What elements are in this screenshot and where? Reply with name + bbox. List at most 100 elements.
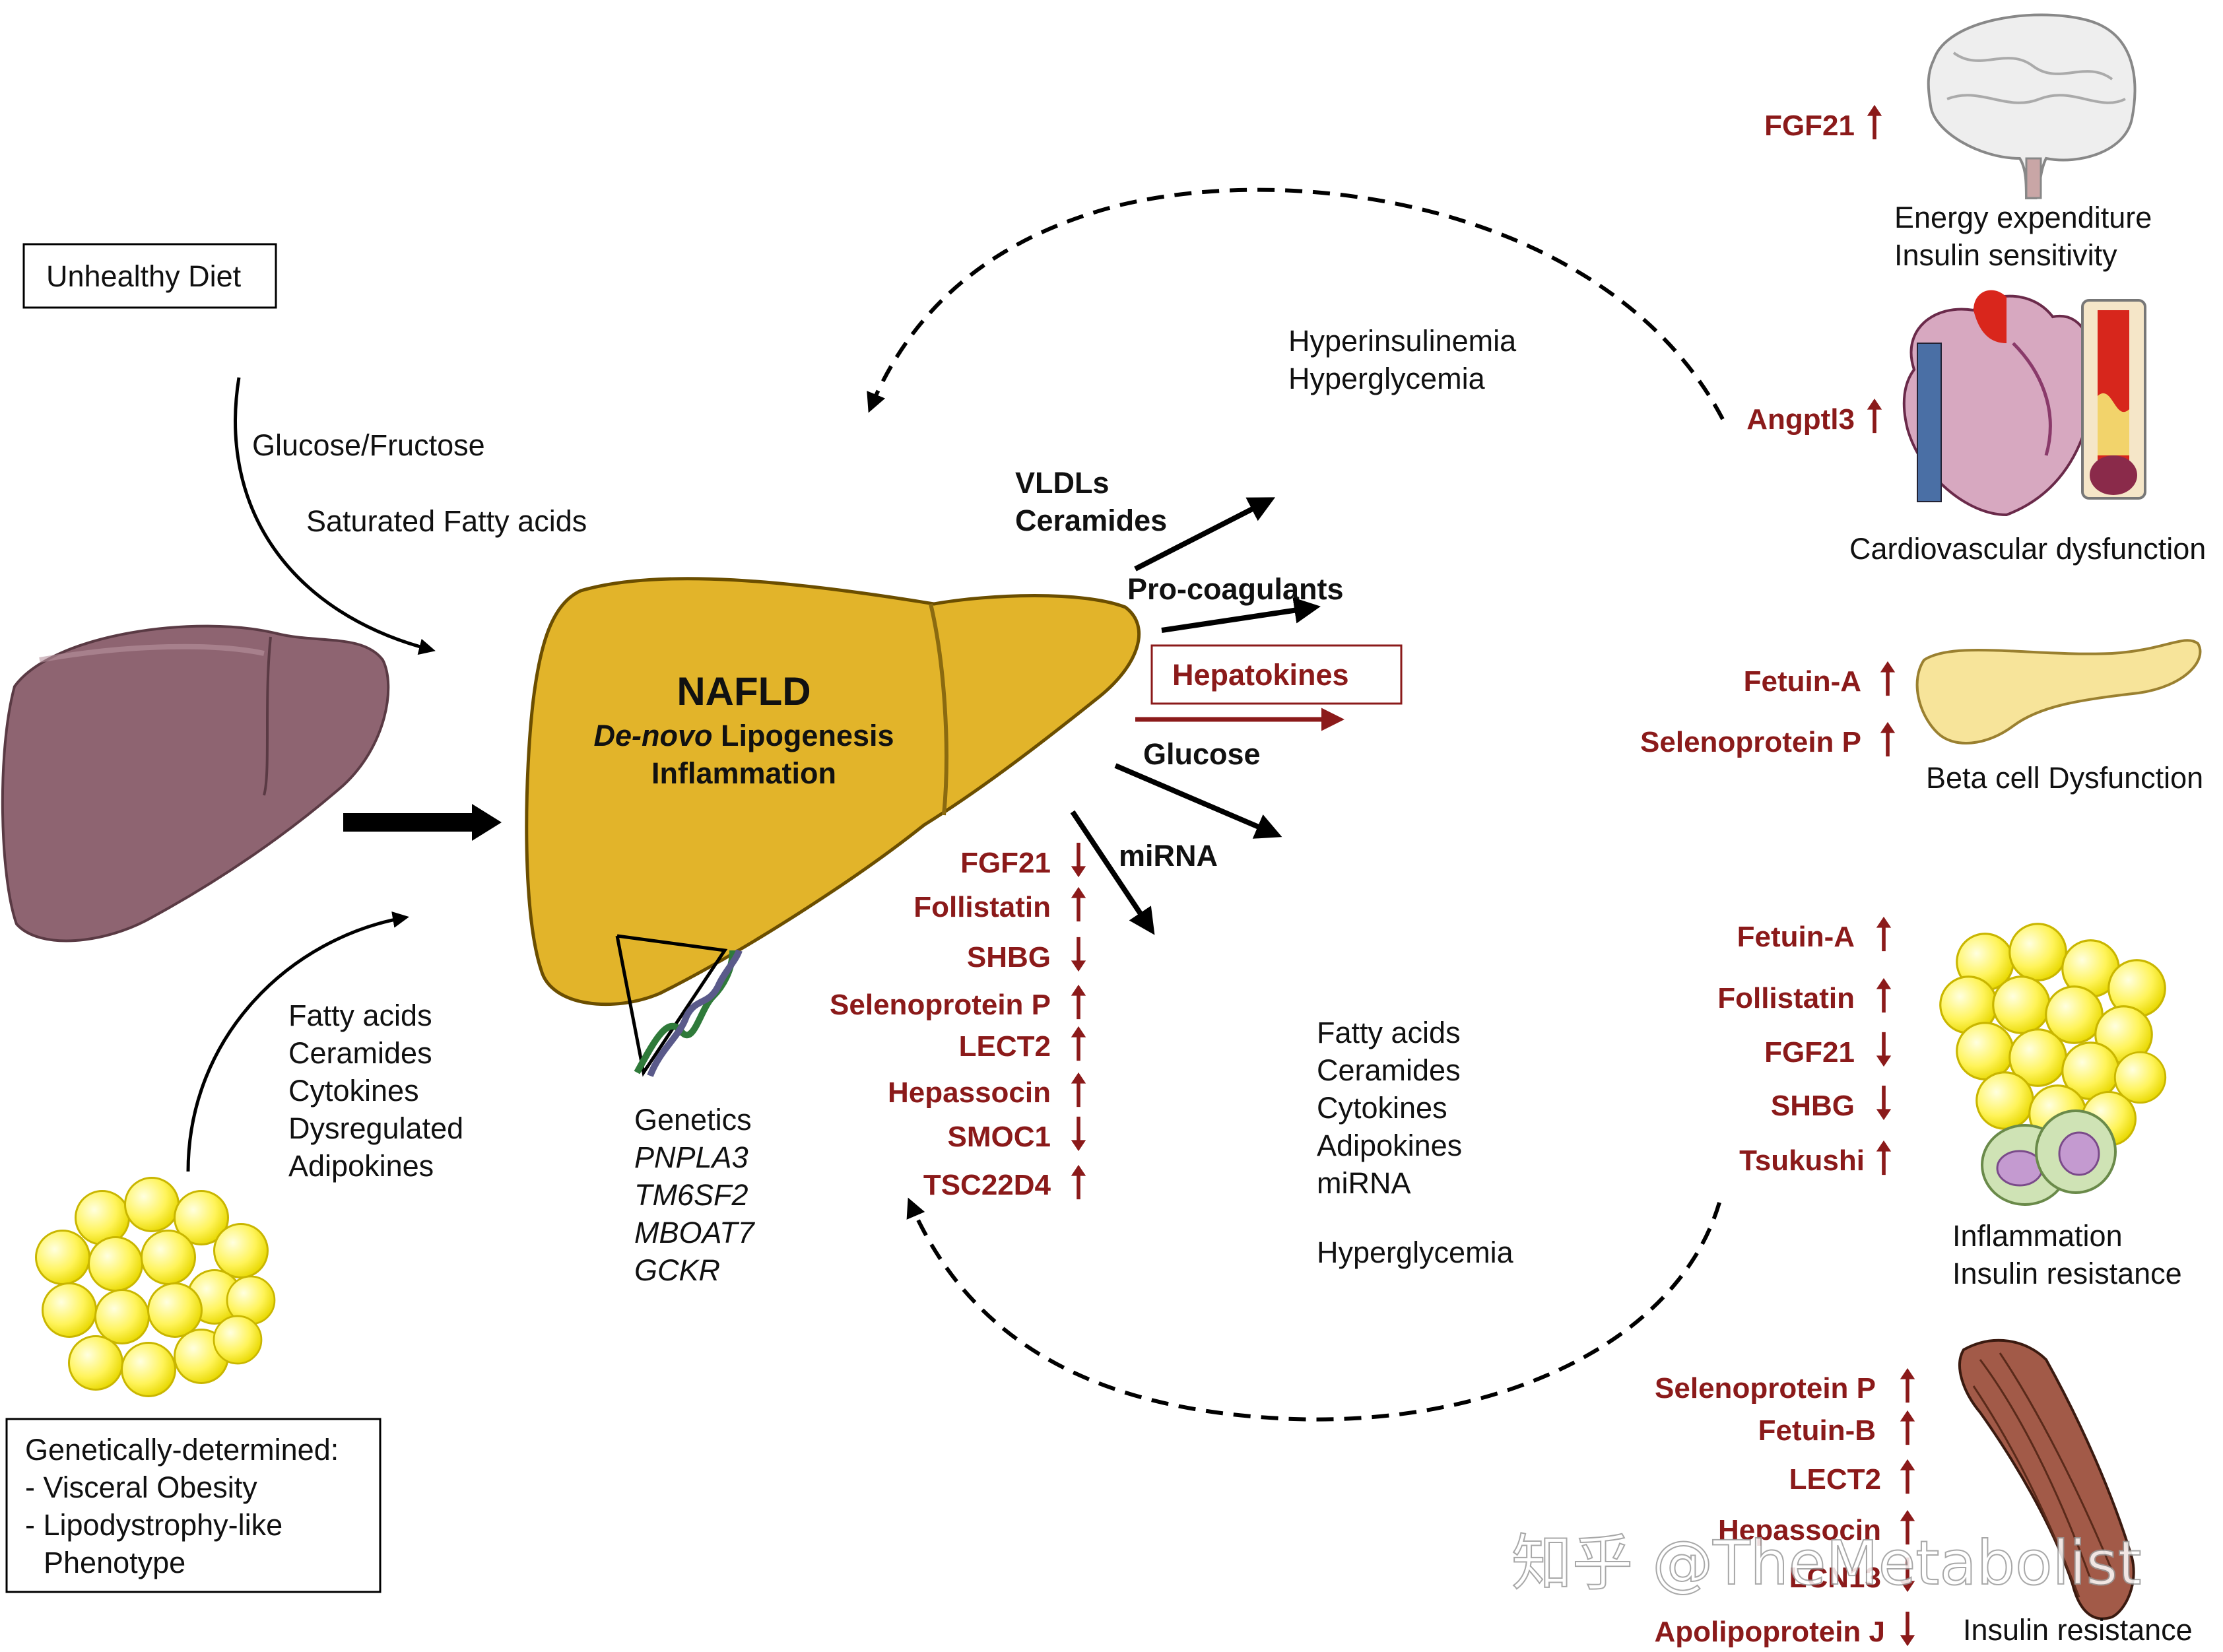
arrow-down-icon <box>1071 1117 1086 1151</box>
hepatokine-list: FGF21 Follistatin SHBG Selenoprotein P L… <box>830 843 1086 1201</box>
genetics-label: Genetics <box>634 1103 752 1137</box>
gene-pnpla3: PNPLA3 <box>634 1140 748 1174</box>
adipose-insulin-resistance-label: Insulin resistance <box>1952 1257 2182 1290</box>
adipose-factors: Fetuin-A Follistatin FGF21 SHBG Tsukushi <box>1717 917 1891 1177</box>
genetic-box-line1: Genetically-determined: <box>25 1433 339 1467</box>
hepatokine-name: SMOC1 <box>948 1121 1051 1153</box>
arrow-up-icon <box>1876 1140 1891 1175</box>
pancreas-factors: Fetuin-A Selenoprotein P <box>1640 661 1895 758</box>
de-novo-italic: De-novo <box>593 719 712 752</box>
feedback-hyperglycemia: Hyperglycemia <box>1317 1236 1514 1269</box>
brain-factors: FGF21 <box>1764 105 1882 142</box>
adipose-factor: FGF21 <box>1764 1036 1855 1069</box>
arrow-up-icon <box>1071 887 1086 921</box>
vldls-label: VLDLs <box>1015 466 1110 500</box>
lipogenesis-text: Lipogenesis <box>712 719 894 752</box>
arrow-up-icon <box>1867 105 1882 139</box>
adipose-image <box>1939 923 2167 1146</box>
vldl-arrow <box>1134 497 1276 572</box>
hepatokine-name: LECT2 <box>959 1030 1051 1063</box>
muscle-insulin-resistance-label: Insulin resistance <box>1963 1613 2193 1647</box>
muscle-factor: Apolipoprotein J <box>1654 1616 1885 1648</box>
arrow-down-icon <box>1071 843 1086 877</box>
gene-gckr: GCKR <box>634 1253 720 1287</box>
saturated-fatty-acids-label: Saturated Fatty acids <box>306 504 587 538</box>
list-item: Follistatin <box>913 887 1086 923</box>
muscle-factor: Selenoprotein P <box>1655 1372 1876 1404</box>
insulin-sensitivity-label: Insulin sensitivity <box>1894 238 2117 272</box>
dna-helix-icon <box>615 934 743 1077</box>
genetic-box: Genetically-determined: - Visceral Obesi… <box>5 1418 382 1593</box>
nafld-liver-image: NAFLD De-novo Lipogenesis Inflammation <box>525 577 1141 1007</box>
list-item: FGF21 <box>960 843 1086 879</box>
visceral-output-adipokines: Adipokines <box>288 1149 434 1183</box>
adipose-factor: Follistatin <box>1717 982 1855 1014</box>
list-item: TSC22D4 <box>923 1165 1086 1201</box>
muscle-image <box>1958 1338 2135 1620</box>
arrow-up-icon <box>1876 917 1891 951</box>
arrow-up-icon <box>1900 1368 1915 1403</box>
muscle-factor: Hepassocin <box>1718 1514 1881 1546</box>
fat-to-liver-arrow <box>186 911 409 1172</box>
list-item: Selenoprotein P <box>830 985 1086 1021</box>
arrow-down-icon <box>1900 1612 1915 1646</box>
hepatokine-name: SHBG <box>967 941 1051 974</box>
arrow-up-icon <box>1071 1026 1086 1061</box>
arrow-up-icon <box>1071 1165 1086 1199</box>
beta-cell-dysfunction-label: Beta cell Dysfunction <box>1926 761 2203 795</box>
arrow-down-icon <box>1876 1032 1891 1067</box>
procoagulants-label: Pro-coagulants <box>1127 572 1344 606</box>
arrow-up-icon <box>1900 1459 1915 1494</box>
arrow-up-icon <box>1071 985 1086 1019</box>
bottom-feedback-list: Fatty acids Ceramides Cytokines Adipokin… <box>1317 1016 1514 1269</box>
arrow-up-icon <box>1876 978 1891 1012</box>
visceral-output-dysregulated: Dysregulated <box>288 1111 463 1145</box>
list-item: SMOC1 <box>948 1117 1086 1153</box>
arrow-up-icon <box>1900 1410 1915 1445</box>
visceral-output-fatty-acids: Fatty acids <box>288 999 432 1032</box>
diet-to-liver-arrow <box>234 377 436 655</box>
brain-factor-fgf21: FGF21 <box>1764 110 1855 142</box>
nafld-title: NAFLD <box>677 669 811 713</box>
feedback-cytokines: Cytokines <box>1317 1091 1447 1125</box>
hyperglycemia-top-label: Hyperglycemia <box>1288 362 1486 395</box>
heart-factors: Angptl3 <box>1746 399 1882 436</box>
nafld-line3: Inflammation <box>651 756 836 790</box>
genetic-box-line2: - Visceral Obesity <box>25 1470 257 1504</box>
brain-image <box>1927 13 2137 199</box>
muscle-factors: Selenoprotein P Fetuin-B LECT2 Hepassoci… <box>1654 1368 1915 1648</box>
hepatokine-name: FGF21 <box>960 847 1051 879</box>
glucose-fructose-label: Glucose/Fructose <box>252 428 485 462</box>
glucose-arrow <box>1114 763 1282 839</box>
watermark: 知乎 @TheMetabolist <box>1511 1528 2142 1599</box>
genetics-list: Genetics PNPLA3 TM6SF2 MBOAT7 GCKR <box>634 1103 756 1287</box>
pancreas-factor-selenoprotein-p: Selenoprotein P <box>1640 726 1861 758</box>
hepatokines-box: Hepatokines <box>1150 644 1403 705</box>
feedback-ceramides: Ceramides <box>1317 1053 1461 1087</box>
arrow-up-icon <box>1867 399 1882 433</box>
arrow-up-icon <box>1880 661 1895 696</box>
nafld-line2: De-novo Lipogenesis <box>593 719 894 752</box>
pancreas-factor-fetuin-a: Fetuin-A <box>1744 665 1861 698</box>
mirna-arrow <box>1070 810 1155 935</box>
gene-mboat7: MBOAT7 <box>634 1216 756 1249</box>
muscle-factor: LECT2 <box>1789 1463 1881 1496</box>
hepatokine-name: Selenoprotein P <box>830 989 1051 1021</box>
glucose-label: Glucose <box>1143 737 1261 771</box>
inflammation-label: Inflammation <box>1952 1219 2123 1253</box>
genetic-box-line3: - Lipodystrophy-like <box>25 1508 282 1542</box>
adipose-factor: Tsukushi <box>1739 1144 1865 1177</box>
adipose-factor: SHBG <box>1771 1090 1855 1122</box>
visceral-fat-image <box>35 1177 276 1397</box>
adipose-factor: Fetuin-A <box>1737 921 1855 953</box>
arrow-up-icon <box>1880 722 1895 756</box>
top-feedback-dashed-arrow <box>867 187 1725 420</box>
bottom-feedback-dashed-arrow <box>906 1197 1721 1422</box>
muscle-factor: Fetuin-B <box>1758 1414 1876 1447</box>
visceral-output-ceramides: Ceramides <box>288 1036 432 1070</box>
healthy-liver-image <box>1 624 390 942</box>
hepatokine-name: Follistatin <box>913 891 1051 923</box>
arrow-up-icon <box>1071 1073 1086 1107</box>
heart-image <box>1902 290 2096 517</box>
